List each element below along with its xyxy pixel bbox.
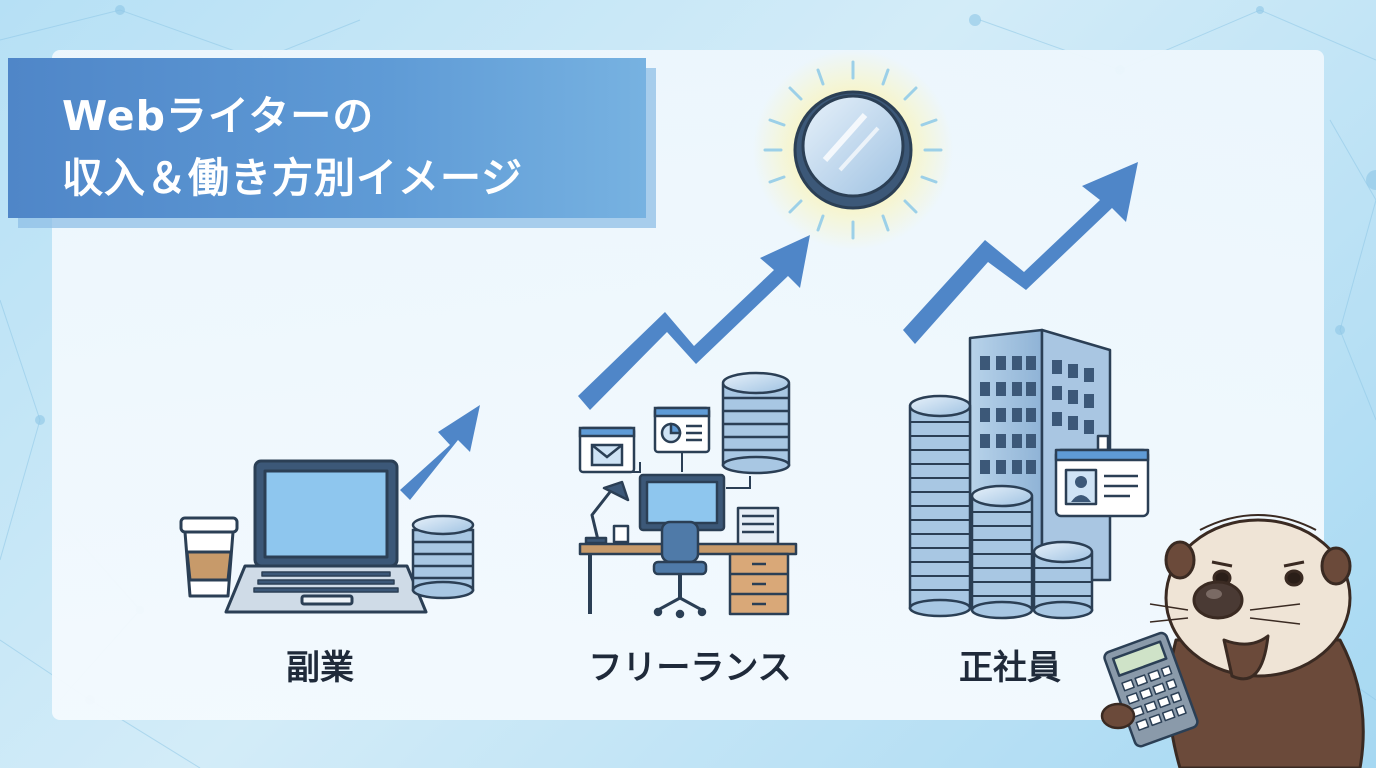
coin-stack-icon	[970, 484, 1034, 620]
title-box	[8, 58, 646, 218]
id-badge-icon	[1054, 434, 1150, 518]
coffee-cup-icon	[179, 516, 239, 598]
sun-coin-icon	[753, 50, 953, 250]
coin-stack-icon	[1032, 540, 1094, 620]
laptop-icon	[224, 459, 428, 614]
growth-arrow-icon	[400, 405, 480, 500]
growth-arrow-icon	[903, 162, 1138, 344]
title-line-1: Webライターの	[62, 92, 375, 140]
office-chair-icon	[652, 520, 708, 619]
calculator-icon	[1100, 631, 1199, 748]
category-label-freelance: フリーランス	[588, 648, 792, 688]
coin-stack-icon	[908, 394, 972, 618]
email-window-icon	[578, 426, 636, 474]
title-line-2: 収入＆働き方別イメージ	[62, 154, 524, 202]
coin-stack-icon	[411, 514, 475, 600]
growth-arrow-icon	[578, 235, 810, 410]
coin-stack-icon	[721, 371, 791, 475]
sea-otter-mascot	[1149, 514, 1365, 768]
category-label-employee: 正社員	[959, 648, 1061, 688]
chart-window-icon	[653, 406, 711, 454]
category-label-side-job: 副業	[286, 648, 354, 688]
